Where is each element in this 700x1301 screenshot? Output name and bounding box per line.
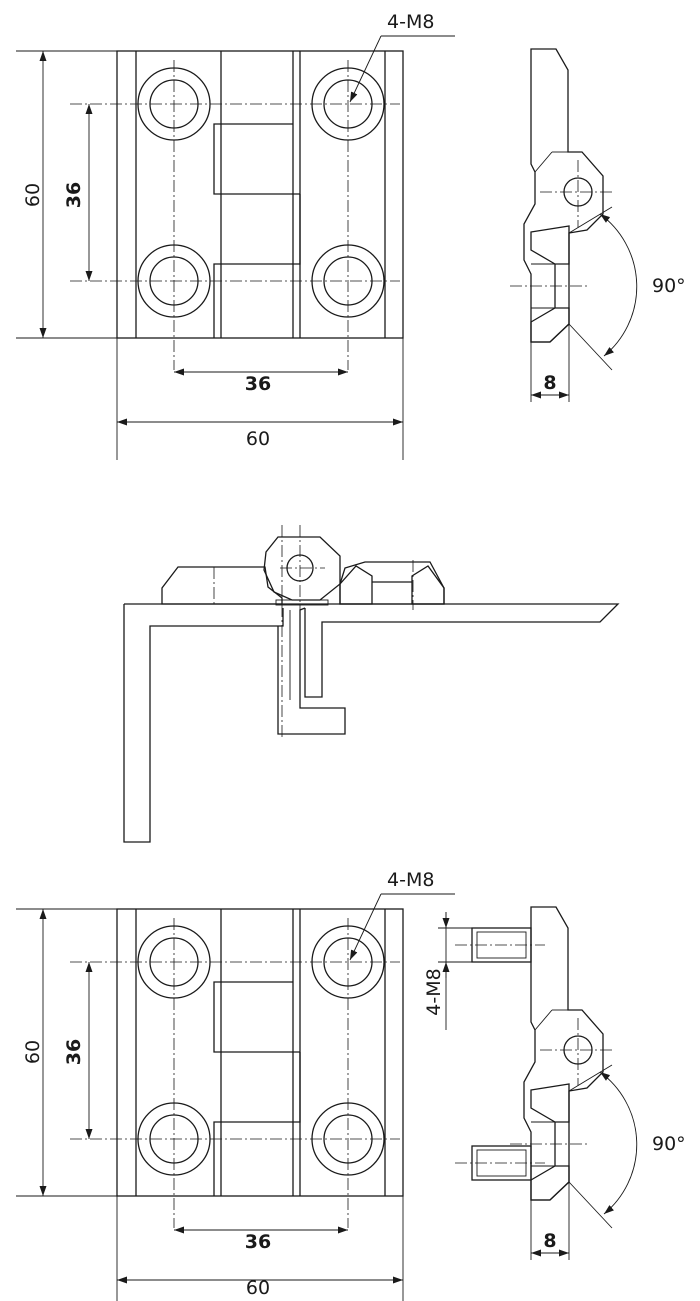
bolt-thread-label: 4-M8 bbox=[423, 968, 445, 1015]
dim-hole-spacing-vertical-bottom: 36 bbox=[63, 1039, 85, 1065]
dim-overall-width-bottom: 60 bbox=[246, 1277, 270, 1299]
dim-hole-spacing-horizontal-top: 36 bbox=[245, 373, 271, 395]
thickness-label-bottom: 8 bbox=[543, 1230, 556, 1252]
dim-overall-height-bottom: 60 bbox=[22, 1040, 44, 1064]
dim-overall-width-top: 60 bbox=[246, 428, 270, 450]
side-view-bottom bbox=[438, 907, 637, 1260]
front-view-bottom bbox=[16, 894, 455, 1301]
front-view-top bbox=[16, 36, 455, 460]
angle-label-top: 90° bbox=[652, 275, 686, 297]
thickness-label-top: 8 bbox=[543, 372, 556, 394]
dim-overall-height-top: 60 bbox=[22, 183, 44, 207]
dim-hole-spacing-horizontal-bottom: 36 bbox=[245, 1231, 271, 1253]
angle-label-bottom: 90° bbox=[652, 1133, 686, 1155]
assembly-view bbox=[123, 525, 620, 843]
thread-callout-top: 4-M8 bbox=[387, 11, 434, 33]
dim-hole-spacing-vertical-top: 36 bbox=[63, 182, 85, 208]
side-view-top bbox=[510, 49, 637, 402]
thread-callout-bottom: 4-M8 bbox=[387, 869, 434, 891]
